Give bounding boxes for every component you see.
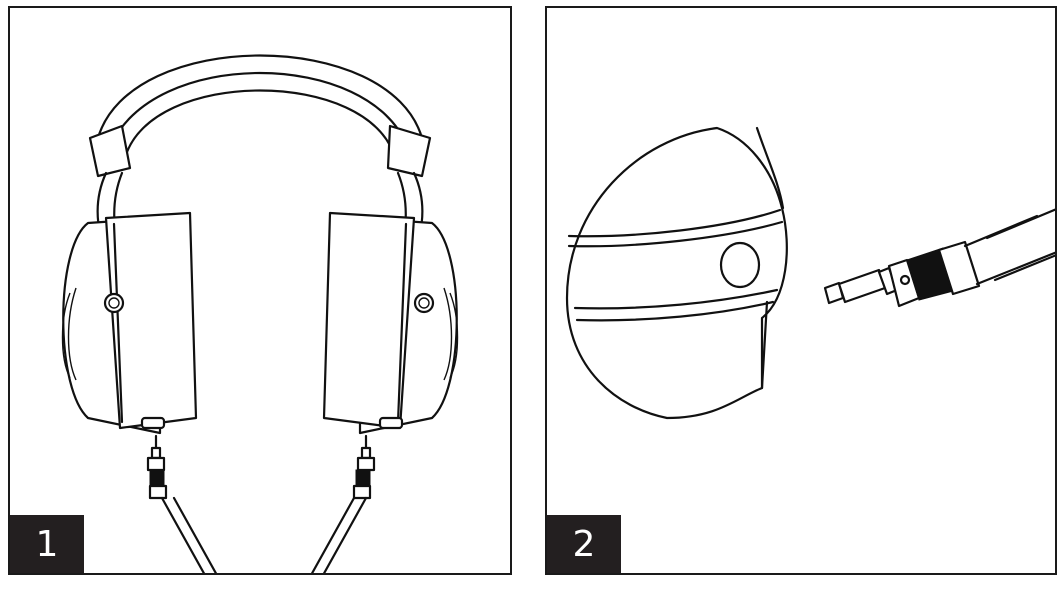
headphones-with-cables-illustration xyxy=(61,54,459,573)
cable-plug xyxy=(823,208,1055,308)
step-2-panel: 2 xyxy=(545,6,1057,575)
right-cable-plug xyxy=(310,434,376,573)
step-1-number-badge: 1 xyxy=(10,515,84,573)
earcup-jack-and-plug-illustration xyxy=(565,126,1055,420)
earcup-jack-socket xyxy=(719,241,761,289)
left-cable-plug xyxy=(146,434,218,573)
step-2-number-badge: 2 xyxy=(547,515,621,573)
headband xyxy=(96,54,424,160)
step-1-panel: 1 xyxy=(8,6,512,575)
right-earpad xyxy=(322,211,416,430)
left-earpad xyxy=(104,211,198,430)
